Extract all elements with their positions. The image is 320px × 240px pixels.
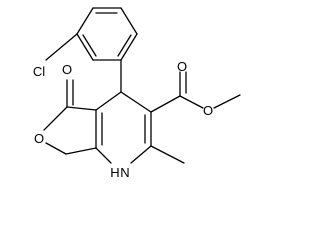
ester-ether-oxygen-label: O (203, 103, 213, 118)
bond-ester-o (179, 95, 204, 109)
double-bond-inner (82, 34, 97, 57)
bond (45, 142, 67, 155)
lactone-ring (43, 106, 97, 155)
bond (120, 7, 138, 35)
bond (120, 33, 138, 61)
bond-ester-carbon (150, 95, 181, 113)
chlorine-label: Cl (33, 64, 45, 79)
bond (95, 147, 112, 164)
ester-carbonyl-oxygen-label: O (177, 59, 187, 74)
bond-methyl (150, 145, 185, 164)
bond (65, 147, 97, 155)
amine-h-label: H (110, 165, 119, 180)
bond (43, 106, 68, 131)
bond (130, 145, 152, 164)
ring-oxygen-label: O (34, 131, 44, 146)
bond (76, 7, 94, 35)
chlorophenyl-ring (76, 7, 138, 61)
bond-c-cl (45, 33, 78, 61)
dihydropyridine-ring (95, 91, 152, 164)
bond (95, 91, 122, 111)
bond (120, 91, 152, 113)
amine-n-label: N (120, 165, 129, 180)
molecule-structure: Cl O O O O H N (33, 7, 241, 180)
double-bond-inner (117, 34, 132, 57)
ketone-oxygen-label: O (62, 62, 72, 77)
bond (66, 106, 97, 111)
bond-o-methyl (213, 94, 241, 109)
bond (76, 33, 94, 61)
